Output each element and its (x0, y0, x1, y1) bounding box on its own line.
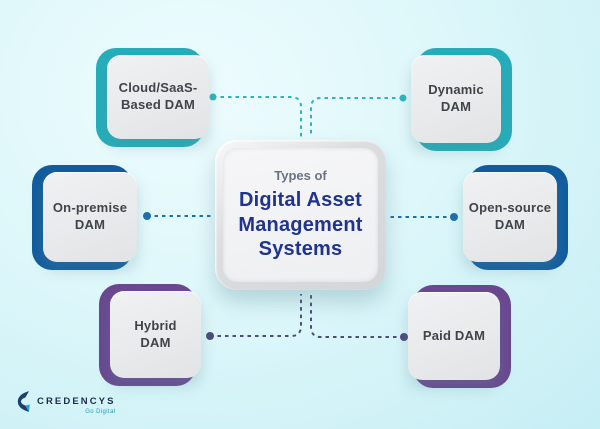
connector-cloud-to-center (213, 96, 302, 137)
node-label-line1: Dynamic (428, 82, 484, 98)
connector-dot-dynamic (399, 94, 407, 102)
node-open-source-dam: Open-source DAM (463, 165, 568, 270)
center-title-inner: Types of Digital Asset Management System… (223, 148, 378, 282)
node-label: On-premise DAM (53, 200, 127, 234)
credencys-crescent-icon (17, 391, 30, 412)
node-paid-dam: Paid DAM (408, 285, 511, 388)
node-label-line2: DAM (440, 99, 472, 114)
connector-dot-onpremise (143, 212, 151, 220)
node-label-line1: Open-source (468, 200, 552, 216)
node-card: On-premise DAM (43, 172, 137, 262)
node-label-line1: On-premise (52, 200, 128, 216)
connector-dynamic-to-center (310, 97, 403, 137)
connector-dot-paid (400, 333, 408, 341)
node-on-premise-dam: On-premise DAM (32, 165, 137, 270)
connector-dot-hybrid (206, 332, 214, 340)
node-card: Dynamic DAM (411, 55, 501, 143)
node-card: Paid DAM (408, 292, 500, 380)
node-label: Open-source DAM (469, 200, 551, 234)
diagram-title: Digital Asset Management Systems (238, 189, 363, 261)
node-label: Dynamic DAM (428, 82, 484, 116)
node-label-line2: DAM (74, 217, 106, 232)
node-label: Hybrid DAM (134, 318, 176, 352)
node-cloud-saas-dam: Cloud/SaaS- Based DAM (96, 48, 209, 147)
center-title-box: Types of Digital Asset Management System… (215, 140, 386, 290)
center-eyebrow: Types of (274, 168, 327, 184)
node-label: Paid DAM (423, 328, 485, 345)
credencys-logo: CREDENCYS Go Digital (17, 390, 116, 415)
node-label-line2: DAM (140, 334, 171, 350)
node-label-line2: DAM (494, 217, 526, 232)
node-label-line1: Paid DAM (422, 327, 486, 343)
connector-dot-cloud (209, 93, 217, 101)
node-dynamic-dam: Dynamic DAM (411, 48, 512, 151)
node-card: Open-source DAM (463, 172, 557, 262)
node-label-line1: Cloud/SaaS- (118, 80, 198, 96)
node-card: Hybrid DAM (110, 291, 201, 378)
node-label: Cloud/SaaS- Based DAM (119, 80, 198, 114)
connector-dot-opensource (450, 213, 458, 221)
node-hybrid-dam: Hybrid DAM (99, 284, 201, 386)
node-card: Cloud/SaaS- Based DAM (107, 55, 209, 139)
connector-paid-to-center (310, 294, 404, 338)
node-label-line2: Based DAM (120, 97, 196, 112)
connector-hybrid-to-center (210, 294, 302, 337)
brand-name: CREDENCYS (37, 396, 116, 407)
logo-text: CREDENCYS Go Digital (37, 390, 116, 415)
node-label-line1: Hybrid (134, 317, 177, 333)
brand-tagline: Go Digital (85, 408, 116, 415)
